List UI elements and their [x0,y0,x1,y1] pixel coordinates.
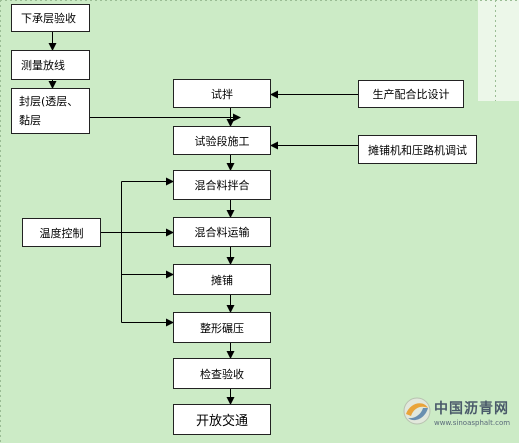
input-equipment-debug: 摊铺机和压路机调试 [358,135,477,164]
step-transport-label: 混合料运输 [194,226,250,239]
input-mix-design-label: 生产配合比设计 [372,88,450,101]
step-seal-layer-label: 封层(透层、黏层 [19,95,79,127]
step-rolling: 整形碾压 [173,312,271,343]
step-trial-mix-label: 试拌 [211,87,233,101]
step-rolling-label: 整形碾压 [200,321,244,335]
step-seal-layer: 封层(透层、黏层 [11,88,90,134]
step-open-traffic: 开放交通 [173,404,271,435]
step-paving: 摊铺 [173,264,271,295]
step-inspection: 检查验收 [173,358,271,389]
step-trial-section-label: 试验段施工 [194,134,250,148]
light-side-panel [478,0,519,101]
input-temperature-control: 温度控制 [22,218,101,247]
step-transport: 混合料运输 [173,217,271,247]
watermark-name: 中国沥青网 [434,401,509,417]
input-equipment-debug-label: 摊铺机和压路机调试 [368,143,467,157]
step-trial-mix: 试拌 [173,79,271,108]
input-mix-design: 生产配合比设计 [358,80,464,108]
step-survey-label: 测量放线 [21,59,65,72]
step-paving-label: 摊铺 [211,273,233,287]
step-survey: 测量放线 [11,50,90,80]
step-acceptance: 下承层验收 [11,4,90,32]
watermark-url: www.sinoasphalt.com [434,419,511,427]
input-temperature-control-label: 温度控制 [39,226,84,240]
step-inspection-label: 检查验收 [200,367,244,381]
step-open-traffic-label: 开放交通 [195,414,248,429]
sinoasphalt-logo-icon [403,397,431,425]
step-mixing: 混合料拌合 [173,170,271,200]
watermark: 中国沥青网 www.sinoasphalt.com [402,394,519,434]
step-mixing-label: 混合料拌合 [194,179,250,192]
step-acceptance-label: 下承层验收 [21,12,76,25]
step-trial-section: 试验段施工 [173,126,271,155]
